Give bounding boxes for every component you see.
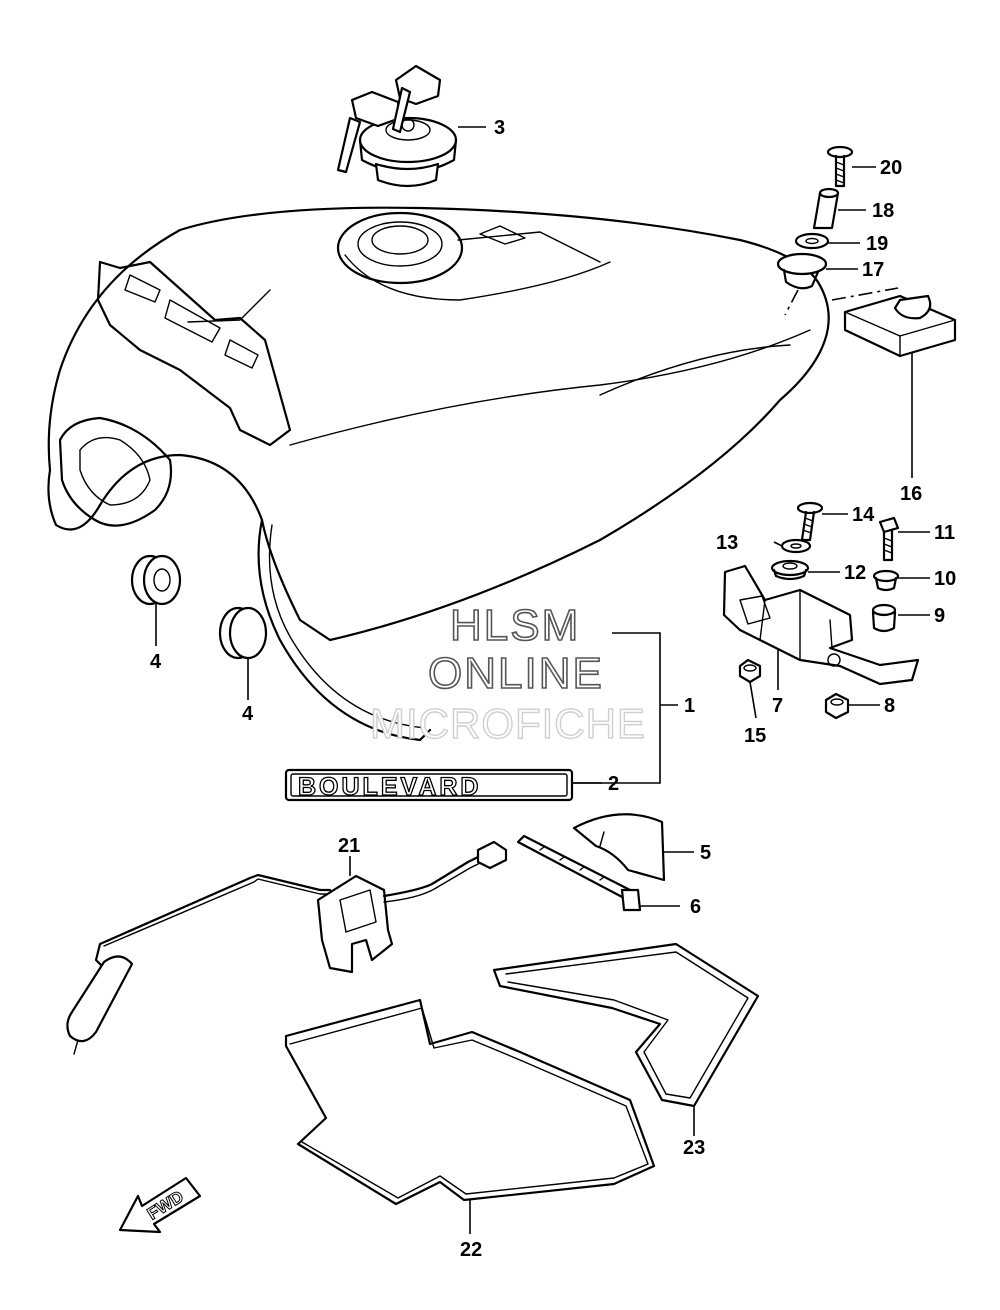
leader-15 bbox=[749, 681, 757, 719]
washer-19 bbox=[794, 232, 830, 250]
leader-13 bbox=[773, 541, 783, 547]
nut-15 bbox=[738, 658, 762, 684]
bracket-7 bbox=[722, 564, 920, 686]
bolt-11 bbox=[878, 516, 900, 562]
leader-1 bbox=[612, 632, 661, 705]
nut-8 bbox=[824, 692, 850, 720]
callout-15: 15 bbox=[744, 725, 766, 747]
centerline-upper bbox=[784, 289, 799, 316]
callout-9: 9 bbox=[934, 605, 945, 627]
collar-10 bbox=[872, 569, 900, 592]
watermark-line3: MICROFICHE bbox=[370, 700, 646, 747]
callout-8: 8 bbox=[884, 695, 895, 717]
callout-23: 23 bbox=[683, 1137, 705, 1159]
watermark-line2: ONLINE bbox=[428, 649, 604, 698]
callout-13: 13 bbox=[716, 532, 738, 554]
callout-4b: 4 bbox=[242, 703, 254, 725]
callout-2: 2 bbox=[608, 773, 619, 795]
cushion-17 bbox=[776, 252, 828, 290]
cable-tie-6 bbox=[516, 834, 642, 912]
rubber-damper-right bbox=[218, 606, 268, 660]
protector-5 bbox=[572, 813, 666, 882]
collar-18 bbox=[812, 187, 840, 230]
fuel-tank bbox=[47, 206, 830, 742]
seal-23 bbox=[492, 942, 760, 1108]
rear-cushion-16 bbox=[843, 294, 957, 358]
callout-16: 16 bbox=[900, 483, 922, 505]
fuel-cap-assembly bbox=[336, 64, 458, 188]
callout-14: 14 bbox=[852, 504, 875, 526]
heat-insulator-22 bbox=[284, 998, 656, 1206]
emblem-text: BOULEVARD bbox=[298, 773, 481, 801]
callout-22: 22 bbox=[460, 1239, 482, 1261]
callout-5: 5 bbox=[700, 842, 711, 864]
grommet-12 bbox=[770, 559, 810, 581]
callout-4a: 4 bbox=[150, 651, 162, 673]
callout-1: 1 bbox=[684, 695, 695, 717]
boulevard-emblem: BOULEVARD bbox=[284, 768, 574, 802]
fuel-level-gauge-21 bbox=[66, 840, 508, 1055]
callout-10: 10 bbox=[934, 568, 956, 590]
callout-18: 18 bbox=[872, 200, 894, 222]
callout-20: 20 bbox=[880, 157, 902, 179]
callout-19: 19 bbox=[866, 233, 888, 255]
callout-6: 6 bbox=[690, 896, 701, 918]
washer-13 bbox=[780, 538, 812, 554]
callout-3: 3 bbox=[494, 117, 505, 139]
rubber-damper-left bbox=[130, 554, 182, 606]
forward-direction-arrow: FWD bbox=[118, 1176, 202, 1234]
screw-20 bbox=[826, 145, 854, 188]
bolt-14 bbox=[796, 501, 824, 542]
grommet-9 bbox=[871, 603, 897, 633]
callout-12: 12 bbox=[844, 562, 866, 584]
callout-11: 11 bbox=[934, 522, 955, 544]
callout-17: 17 bbox=[862, 259, 884, 281]
centerline-cushion bbox=[831, 287, 899, 301]
watermark-line1: HLSM bbox=[450, 601, 580, 650]
callout-21: 21 bbox=[338, 835, 360, 857]
callout-7: 7 bbox=[772, 695, 783, 717]
